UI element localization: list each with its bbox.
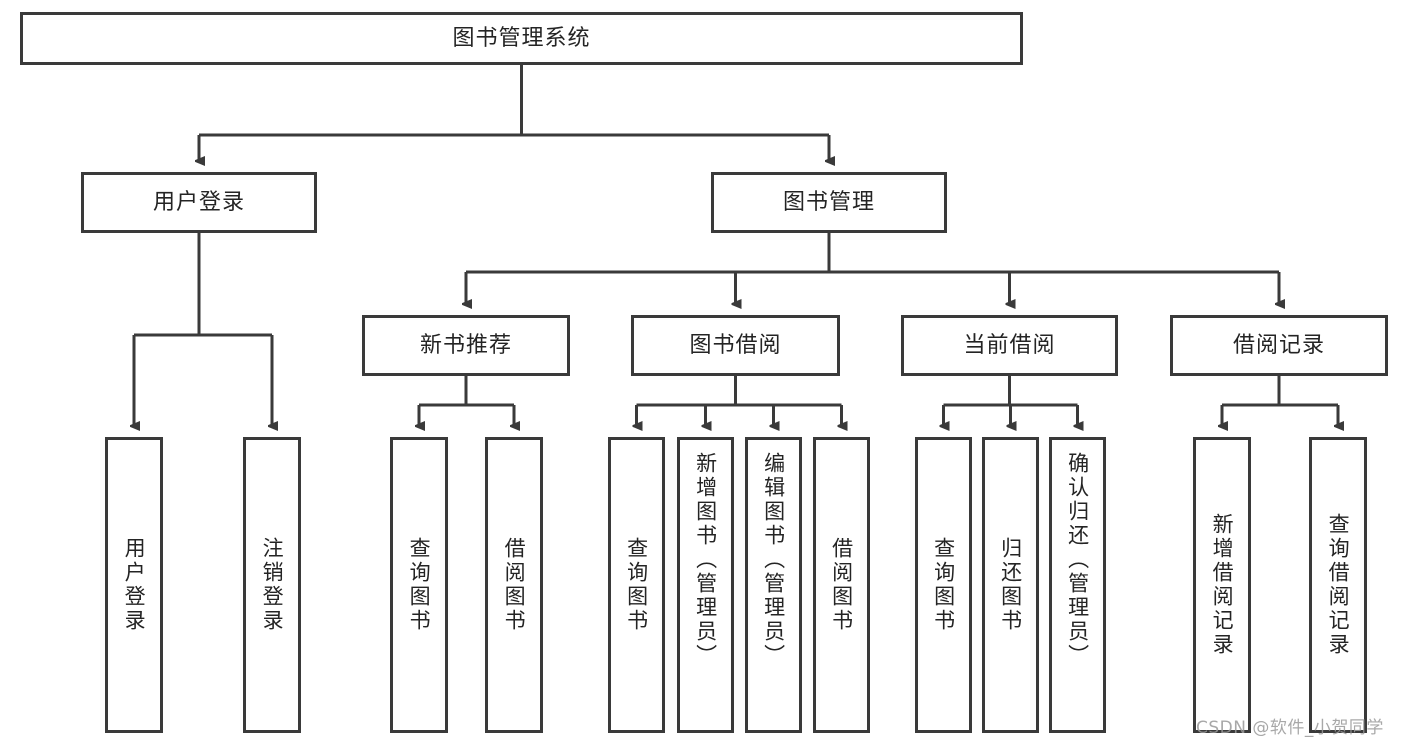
node-leaf-confirm-return: 确认归还（管理员） [1049,437,1106,733]
node-label: 新增图书（管理员） [693,452,718,668]
node-book-manage: 图书管理 [711,172,947,233]
node-leaf-return-book: 归还图书 [982,437,1039,733]
node-borrow-record: 借阅记录 [1170,315,1388,376]
node-leaf-query-book-1: 查询图书 [390,437,448,733]
node-new-book-rec: 新书推荐 [362,315,570,376]
node-label: 查询借阅记录 [1326,513,1351,657]
edge-group [134,65,1338,426]
node-label: 图书管理 [782,189,875,215]
node-label: 编辑图书（管理员） [761,452,786,668]
node-label: 归还图书 [998,537,1023,633]
node-leaf-query-book-3: 查询图书 [915,437,972,733]
node-label: 注销登录 [260,537,285,633]
node-label: 用户登录 [122,537,147,633]
node-leaf-add-record: 新增借阅记录 [1193,437,1251,733]
node-label: 借阅图书 [502,537,527,633]
node-label: 用户登录 [152,189,245,215]
node-label: 查询图书 [407,537,432,633]
node-leaf-borrow-book-2: 借阅图书 [813,437,870,733]
node-leaf-logout: 注销登录 [243,437,301,733]
node-label: 查询图书 [931,537,956,633]
node-current-borrow: 当前借阅 [901,315,1118,376]
node-label: 新增借阅记录 [1210,513,1235,657]
node-label: 新书推荐 [419,332,512,358]
node-user-login: 用户登录 [81,172,317,233]
node-label: 确认归还（管理员） [1065,452,1090,668]
node-label: 查询图书 [624,537,649,633]
node-label: 当前借阅 [963,332,1056,358]
node-label: 图书借阅 [689,332,782,358]
node-leaf-add-book: 新增图书（管理员） [677,437,734,733]
node-leaf-user-login: 用户登录 [105,437,163,733]
node-leaf-borrow-book-1: 借阅图书 [485,437,543,733]
watermark-text: CSDN @软件_小贺同学 [1196,718,1384,738]
node-leaf-query-record: 查询借阅记录 [1309,437,1367,733]
node-root: 图书管理系统 [20,12,1023,65]
node-leaf-edit-book: 编辑图书（管理员） [745,437,802,733]
node-book-borrow: 图书借阅 [631,315,840,376]
node-label: 借阅图书 [829,537,854,633]
node-label: 图书管理系统 [452,25,591,51]
node-label: 借阅记录 [1232,332,1325,358]
node-leaf-query-book-2: 查询图书 [608,437,665,733]
